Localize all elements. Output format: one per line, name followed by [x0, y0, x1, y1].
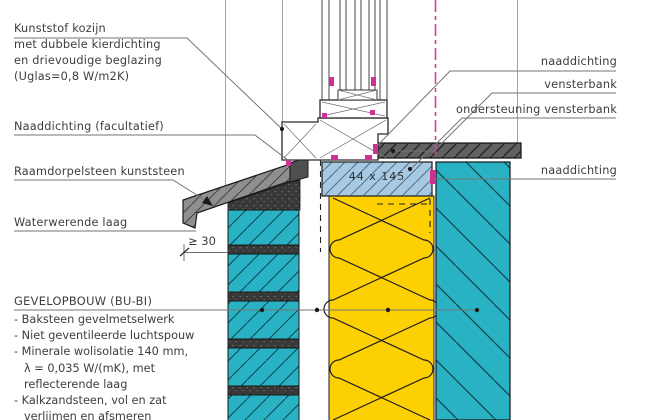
gevelopbouw-item: verlijmen en afsmeren	[24, 410, 152, 420]
label-ondersteuning-vensterbank: ondersteuning vensterbank	[456, 103, 617, 116]
waterproof-membrane	[227, 179, 301, 211]
seal-marks	[286, 77, 436, 184]
dimension-30	[179, 244, 228, 261]
label-naaddichting-facultatief: Naaddichting (facultatief)	[14, 120, 164, 133]
label-naaddichting-top: naaddichting	[540, 55, 617, 68]
timber-support	[321, 161, 433, 197]
window-frame	[281, 99, 389, 161]
label-waterwerende-laag: Waterwerende laag	[14, 216, 128, 229]
insulation-layer	[323, 195, 440, 420]
dimension-min-30-label: ≥ 30	[188, 234, 216, 248]
gevelopbouw-item: λ = 0,035 W/(mK), met	[24, 361, 156, 375]
label-line: en drievoudige beglazing	[14, 54, 162, 67]
gevelopbouw-item: reflecterende laag	[24, 377, 128, 391]
leader-lines	[14, 37, 616, 311]
gevelopbouw-item: - Kalkzandsteen, vol en zat	[14, 394, 167, 408]
gevelopbouw-item: - Minerale wolisolatie 140 mm,	[14, 345, 189, 359]
gevelopbouw-title: GEVELOPBOUW (BU-BI)	[14, 294, 153, 308]
gevelopbouw-item: - Niet geventileerde luchtspouw	[14, 329, 195, 343]
label-raamdorpelsteen: Raamdorpelsteen kunststeen	[14, 165, 185, 178]
label-line: (Uglas=0,8 W/m2K)	[14, 70, 130, 83]
label-line: met dubbele kierdichting	[14, 38, 161, 51]
glazing	[321, 0, 388, 101]
label-vensterbank: vensterbank	[544, 78, 617, 91]
label-kunststof-kozijn: Kunststof kozijn met dubbele kierdichtin…	[14, 21, 162, 85]
label-naaddichting-bottom: naaddichting	[540, 164, 617, 177]
brick-masonry	[227, 209, 300, 420]
gevelopbouw-item: - Baksteen gevelmetselwerk	[14, 313, 175, 326]
window-sill-stone	[182, 156, 309, 229]
kalkzandsteen-layer	[435, 161, 511, 420]
gevelopbouw-list: - Baksteen gevelmetselwerk - Niet gevent…	[14, 312, 194, 420]
leader-arrowhead	[202, 196, 213, 206]
label-line: Kunststof kozijn	[14, 22, 106, 35]
foil-dashed-lines	[319, 160, 431, 252]
leader-dots	[202, 126, 480, 313]
timber-dimension-label: 44 x 145	[348, 170, 406, 183]
